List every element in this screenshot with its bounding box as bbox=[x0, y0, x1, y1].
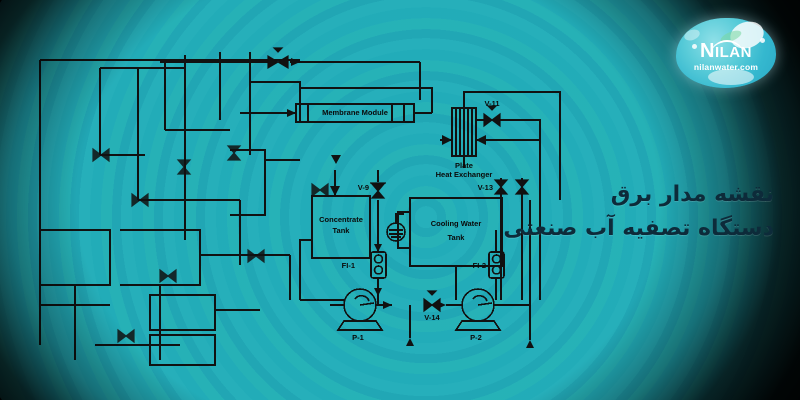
label-flow-indicator-1: FI-1 bbox=[342, 261, 355, 270]
label-valve-v-14: V-14 bbox=[424, 313, 440, 322]
logo-name-first: N bbox=[700, 40, 715, 62]
logo-wordmark: NILAN bbox=[670, 40, 782, 63]
label-concentrate-tank-2: Tank bbox=[333, 226, 351, 235]
label-cooling-water-tank-2: Tank bbox=[448, 233, 466, 242]
headline-line-2: دستگاه تصفیه آب صنعتی bbox=[503, 216, 774, 242]
logo-bubble-2 bbox=[760, 38, 765, 43]
label-pump-1: P-1 bbox=[352, 333, 364, 342]
label-concentrate-tank-1: Concentrate bbox=[319, 215, 363, 224]
label-valve-v-11: V-11 bbox=[484, 99, 499, 108]
label-flow-indicator-2: FI-2 bbox=[473, 261, 486, 270]
label-pump-2: P-2 bbox=[470, 333, 482, 342]
label-plate-heat-exchanger-1: Plate bbox=[455, 161, 473, 170]
label-membrane-module: Membrane Module bbox=[322, 108, 388, 117]
nilan-logo[interactable]: NILAN nilanwater.com bbox=[670, 14, 782, 92]
headline-line-1: نقشه مدار برق bbox=[610, 182, 774, 207]
label-plate-heat-exchanger-2: Heat Exchanger bbox=[436, 170, 493, 179]
logo-arc-over-i bbox=[710, 40, 744, 56]
logo-bubble-1 bbox=[692, 44, 697, 49]
logo-name-rest: ILAN bbox=[714, 44, 752, 61]
headline-text-block: نقشه مدار برق دستگاه تصفیه آب صنعتی bbox=[503, 178, 774, 246]
label-valve-v-9: V-9 bbox=[358, 183, 369, 192]
label-valve-v-13: V-13 bbox=[478, 183, 493, 192]
label-cooling-water-tank-1: Cooling Water bbox=[431, 219, 482, 228]
logo-highlight-bottom bbox=[708, 69, 754, 85]
logo-url: nilanwater.com bbox=[693, 62, 759, 72]
